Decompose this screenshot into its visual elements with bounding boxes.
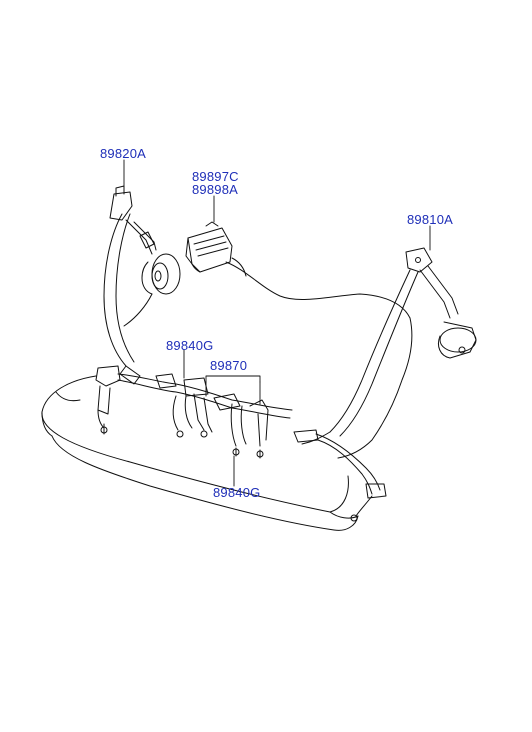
seat-cushion bbox=[41, 375, 359, 531]
callout-89810a[interactable]: 89810A bbox=[407, 212, 454, 227]
buckle-cover bbox=[185, 221, 233, 273]
center-lap-belt bbox=[117, 373, 293, 459]
right-anchor-strap bbox=[293, 429, 387, 522]
callout-89898a[interactable]: 89898A bbox=[192, 182, 239, 197]
left-lower-anchor bbox=[95, 365, 121, 435]
seat-back-outline bbox=[225, 257, 413, 459]
leader-lines bbox=[123, 159, 431, 487]
callout-89820a[interactable]: 89820A bbox=[100, 146, 147, 161]
callout-89840g-lower[interactable]: 89840G bbox=[213, 485, 261, 500]
left-retractor-belt bbox=[103, 185, 181, 385]
callout-89897c[interactable]: 89897C bbox=[192, 169, 239, 184]
callout-89840g-upper[interactable]: 89840G bbox=[166, 338, 214, 353]
right-retractor-belt bbox=[301, 247, 477, 445]
callout-89870[interactable]: 89870 bbox=[210, 358, 248, 373]
